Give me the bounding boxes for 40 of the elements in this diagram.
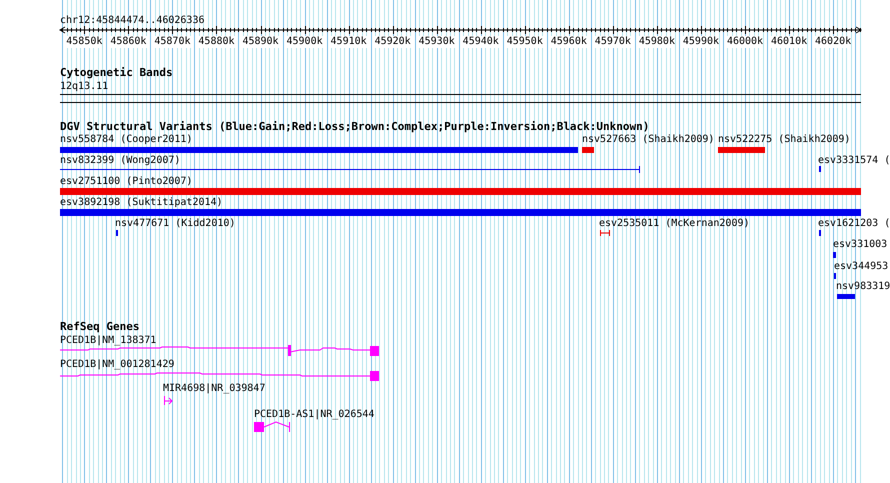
tick-label: 45870k: [154, 36, 190, 48]
feature-label: esv331003: [833, 239, 888, 251]
tick-label: 45910k: [330, 36, 367, 48]
feature-label: esv3331574 (: [818, 155, 890, 167]
feature-label: esv3892198 (Suktitipat2014): [60, 197, 223, 209]
tick-label: 45940k: [462, 36, 499, 48]
feature-label: nsv527663 (Shaikh2009): [582, 134, 714, 146]
gene-label: PCED1B|NM_001281429: [60, 359, 174, 371]
track-heading: DGV Structural Variants (Blue:Gain;Red:Loss;Brown:Complex;Purple:Inversion;Black:Unknown): [60, 121, 650, 133]
tick-label: 46010k: [770, 36, 808, 48]
tick-label: 45960k: [550, 36, 587, 48]
feature-label: nsv832399 (Wong2007): [60, 155, 180, 167]
tick-label: 45850k: [66, 36, 102, 48]
tick-label: 46000k: [726, 36, 764, 48]
feature-label: nsv522275 (Shaikh2009): [718, 134, 850, 146]
feature-label: esv344953: [834, 261, 888, 273]
tick-label: 45980k: [638, 36, 675, 48]
feature-label: nsv477671 (Kidd2010): [115, 218, 236, 230]
band-label: 12q13.11: [60, 81, 108, 93]
tick-label: 45860k: [110, 36, 146, 48]
feature-label: nsv983319: [836, 281, 890, 293]
tick-label: 45930k: [418, 36, 455, 48]
tick-label: 45920k: [374, 36, 411, 48]
feature-label: esv2751100 (Pinto2007): [60, 176, 192, 188]
feature-label: esv1621203 (: [818, 218, 890, 230]
tick-label: 45900k: [286, 36, 323, 48]
tick-label: 45890k: [242, 36, 279, 48]
tick-label: 45950k: [506, 36, 543, 48]
tick-label: 45880k: [198, 36, 235, 48]
feature-label: nsv558784 (Cooper2011): [60, 134, 192, 146]
region-label: chr12:45844474..46026336: [60, 15, 204, 27]
track-heading: Cytogenetic Bands: [60, 67, 173, 79]
gene-label: PCED1B-AS1|NR_026544: [254, 409, 374, 421]
tick-label: 45970k: [594, 36, 631, 48]
tick-label: 46020k: [815, 36, 852, 48]
feature-label: esv2535011 (McKernan2009): [599, 218, 750, 230]
gene-label: MIR4698|NR_039847: [163, 383, 266, 395]
track-heading: RefSeq Genes: [60, 321, 140, 333]
gene-label: PCED1B|NM_138371: [60, 335, 156, 347]
tick-label: 45990k: [682, 36, 720, 48]
